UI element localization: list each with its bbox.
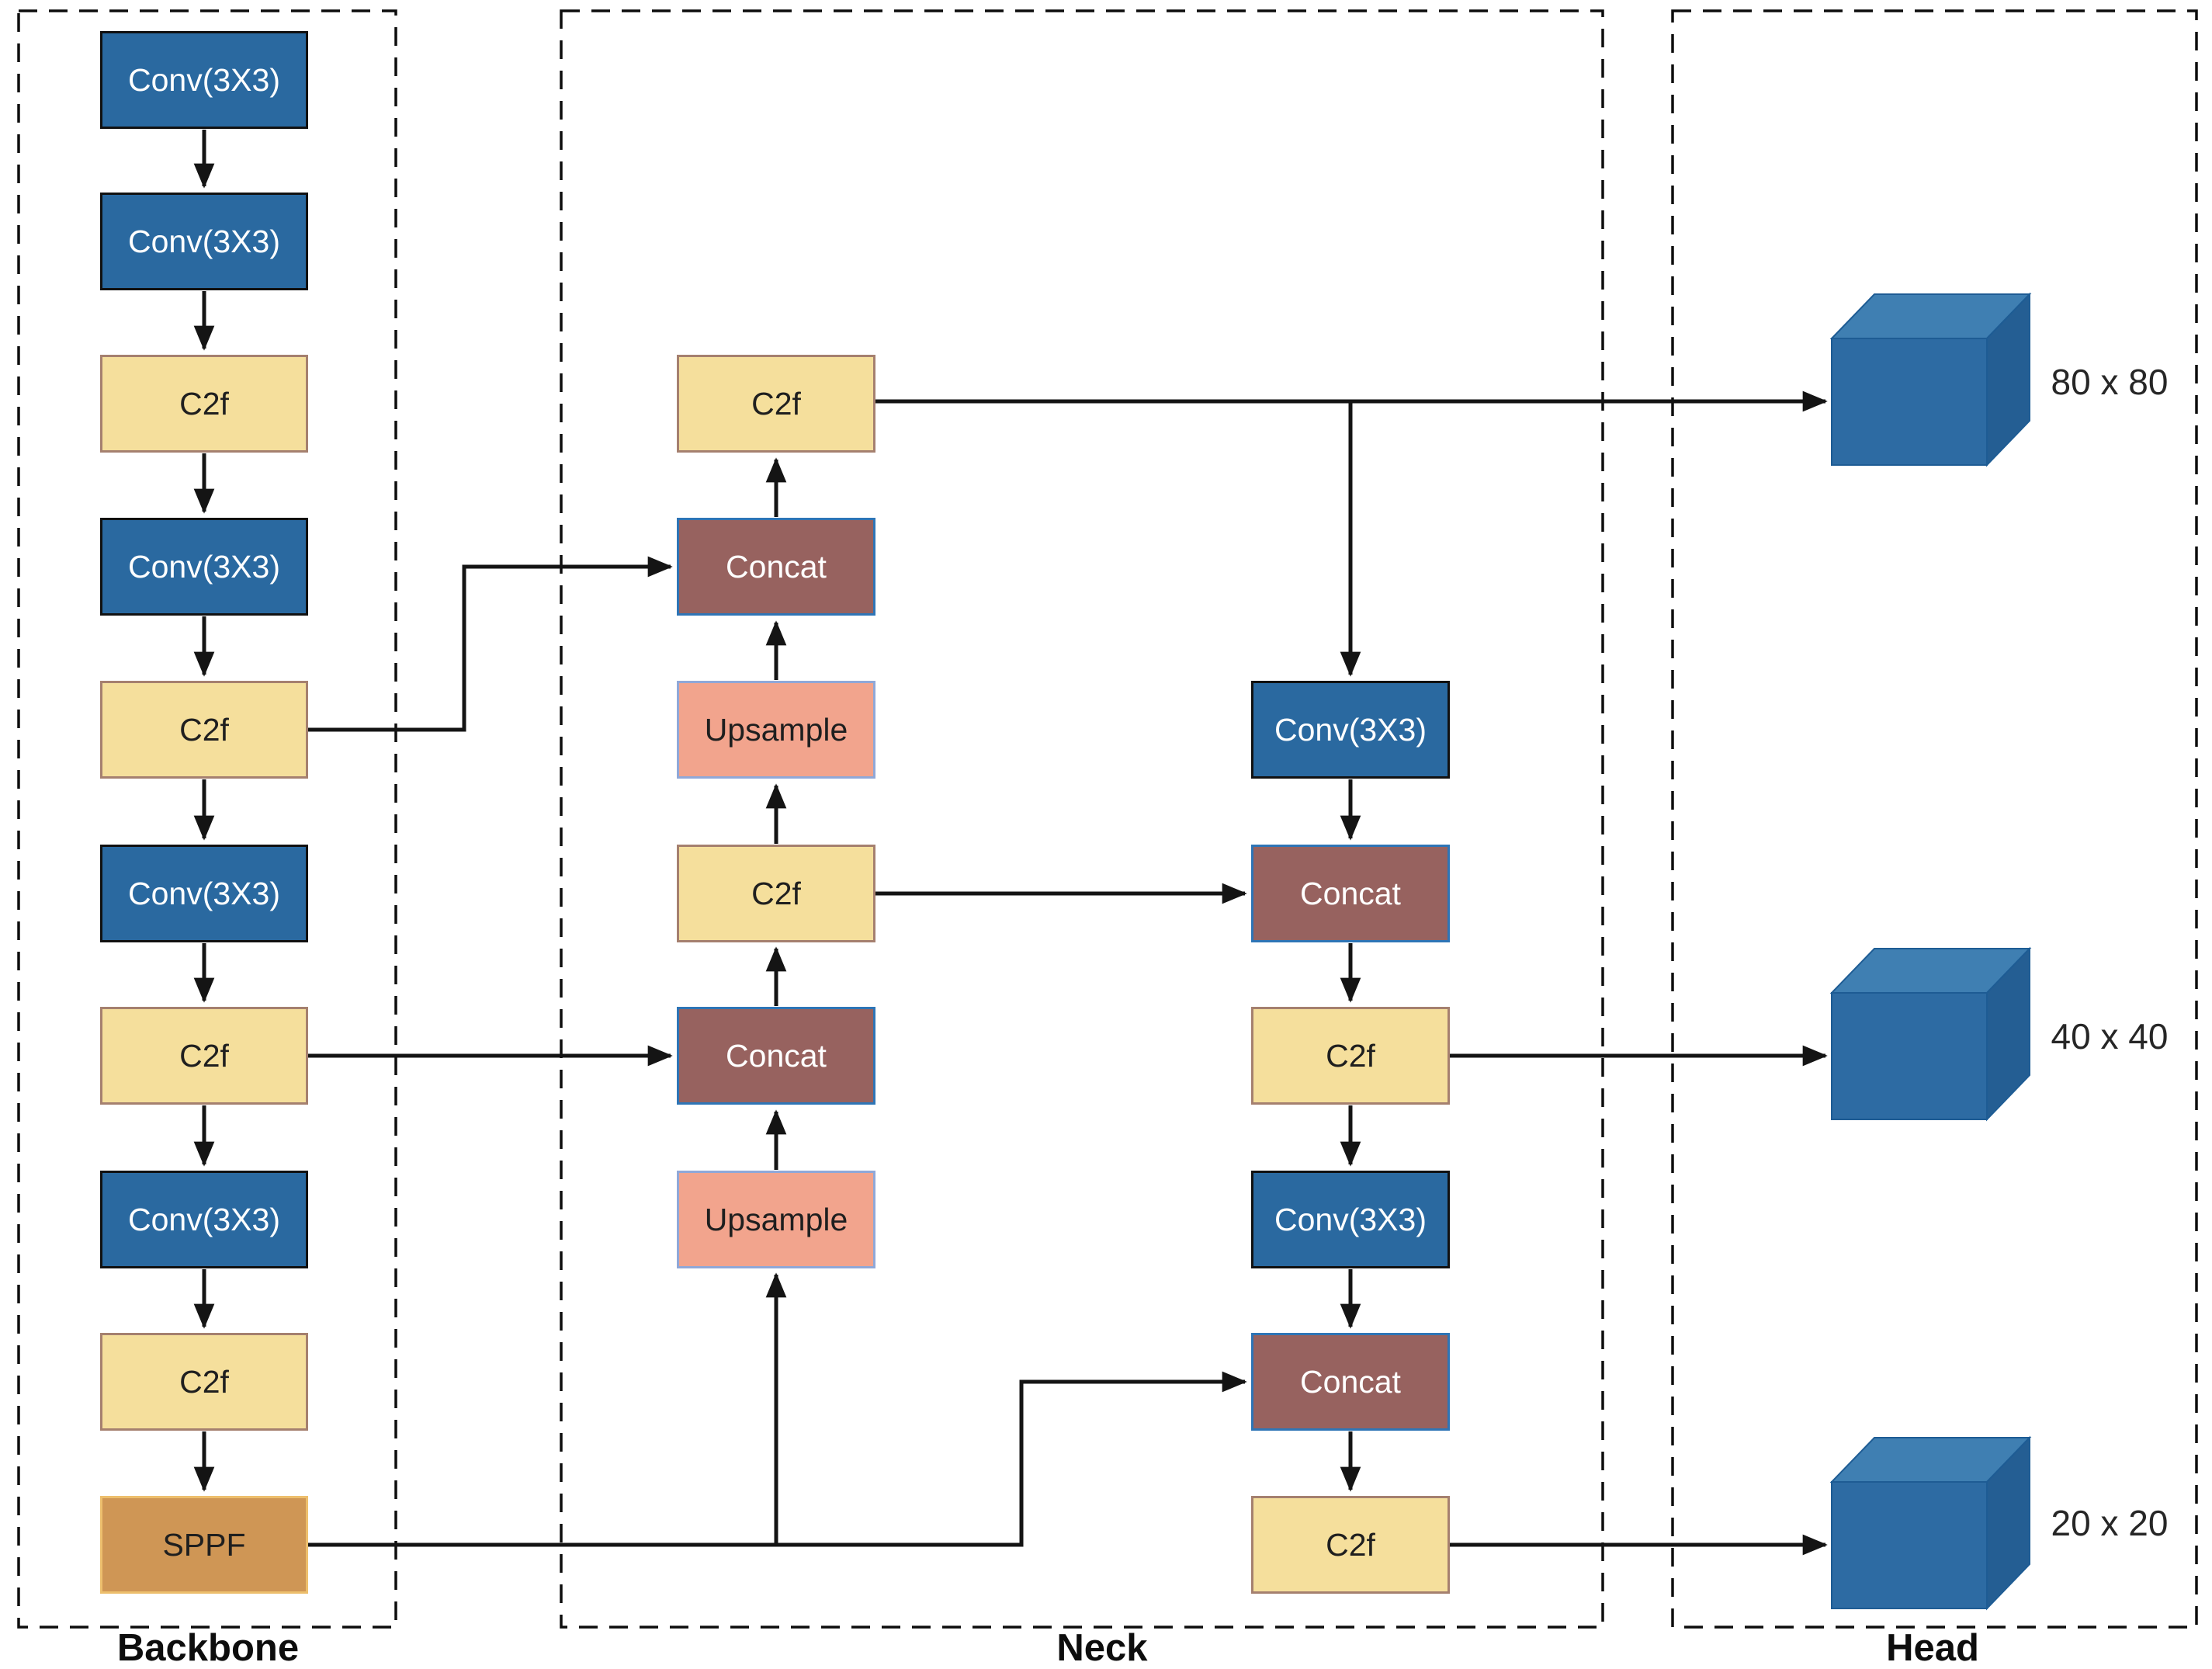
sppf-to-concat — [308, 1371, 1247, 1547]
section-frames — [17, 9, 2198, 1629]
node-label: Conv(3X3) — [128, 223, 280, 259]
cube-40x40 — [1829, 946, 2032, 1122]
node-label: C2f — [179, 1363, 229, 1400]
node-label: Conv(3X3) — [128, 548, 280, 585]
cube-80x80 — [1829, 292, 2032, 467]
neck-right-conv-2: Conv(3X3) — [1251, 1171, 1450, 1268]
neck-right-concat-1: Concat — [1251, 845, 1450, 942]
backbone-c2f2-to-concat — [308, 556, 673, 732]
node-label: Conv(3X3) — [128, 61, 280, 98]
backbone-frame — [17, 9, 397, 1629]
output-size-20x20: 20 x 20 — [2051, 1503, 2169, 1543]
node-label: C2f — [179, 385, 229, 422]
node-label: C2f — [179, 1037, 229, 1074]
head-section-label: Head — [1886, 1627, 1979, 1669]
node-label: C2f — [751, 875, 801, 911]
backbone-c2f-4: C2f — [100, 1333, 308, 1431]
backbone-conv-2: Conv(3X3) — [100, 193, 308, 290]
neck-right-conv-1: Conv(3X3) — [1251, 681, 1450, 779]
cube-20x20 — [1829, 1435, 2032, 1611]
backbone-c2f-2: C2f — [100, 681, 308, 779]
node-label: Concat — [726, 1037, 827, 1074]
backbone-conv-1: Conv(3X3) — [100, 31, 308, 129]
node-label: SPPF — [162, 1526, 246, 1563]
head-frame — [1671, 9, 2198, 1629]
node-label: Conv(3X3) — [1274, 1201, 1427, 1237]
backbone-c2f-1: C2f — [100, 355, 308, 453]
neck-left-upsample-2: Upsample — [677, 1171, 875, 1268]
cross-connections — [308, 390, 1828, 1556]
neck-right-c2f-1: C2f — [1251, 1007, 1450, 1105]
node-label: C2f — [179, 711, 229, 748]
node-label: Concat — [1300, 875, 1401, 911]
backbone-sppf: SPPF — [100, 1496, 308, 1594]
node-label: Concat — [726, 548, 827, 585]
node-label: C2f — [1326, 1526, 1375, 1563]
node-label: Concat — [1300, 1363, 1401, 1400]
output-cubes — [1829, 292, 2032, 1611]
neck-left-concat-1: Concat — [677, 518, 875, 616]
neck-right-c2f-2: C2f — [1251, 1496, 1450, 1594]
neck-left-c2f-1: C2f — [677, 355, 875, 453]
node-label: C2f — [751, 385, 801, 422]
output-size-40x40: 40 x 40 — [2051, 1016, 2169, 1057]
backbone-conv-4: Conv(3X3) — [100, 845, 308, 942]
neck-left-c2f-2: C2f — [677, 845, 875, 942]
node-label: C2f — [1326, 1037, 1375, 1074]
neck-frame — [560, 9, 1604, 1629]
backbone-conv-3: Conv(3X3) — [100, 518, 308, 616]
node-label: Conv(3X3) — [128, 1201, 280, 1237]
backbone-section-label: Backbone — [116, 1627, 300, 1669]
node-label: Conv(3X3) — [1274, 711, 1427, 748]
neck-left-concat-2: Concat — [677, 1007, 875, 1105]
neck-left-upsample-1: Upsample — [677, 681, 875, 779]
neck-section-label: Neck — [1056, 1627, 1148, 1669]
neck-right-concat-2: Concat — [1251, 1333, 1450, 1431]
output-size-80x80: 80 x 80 — [2051, 362, 2169, 402]
backbone-conv-5: Conv(3X3) — [100, 1171, 308, 1268]
backbone-c2f-3: C2f — [100, 1007, 308, 1105]
node-label: Upsample — [704, 711, 848, 748]
node-label: Upsample — [704, 1201, 848, 1237]
node-label: Conv(3X3) — [128, 875, 280, 911]
